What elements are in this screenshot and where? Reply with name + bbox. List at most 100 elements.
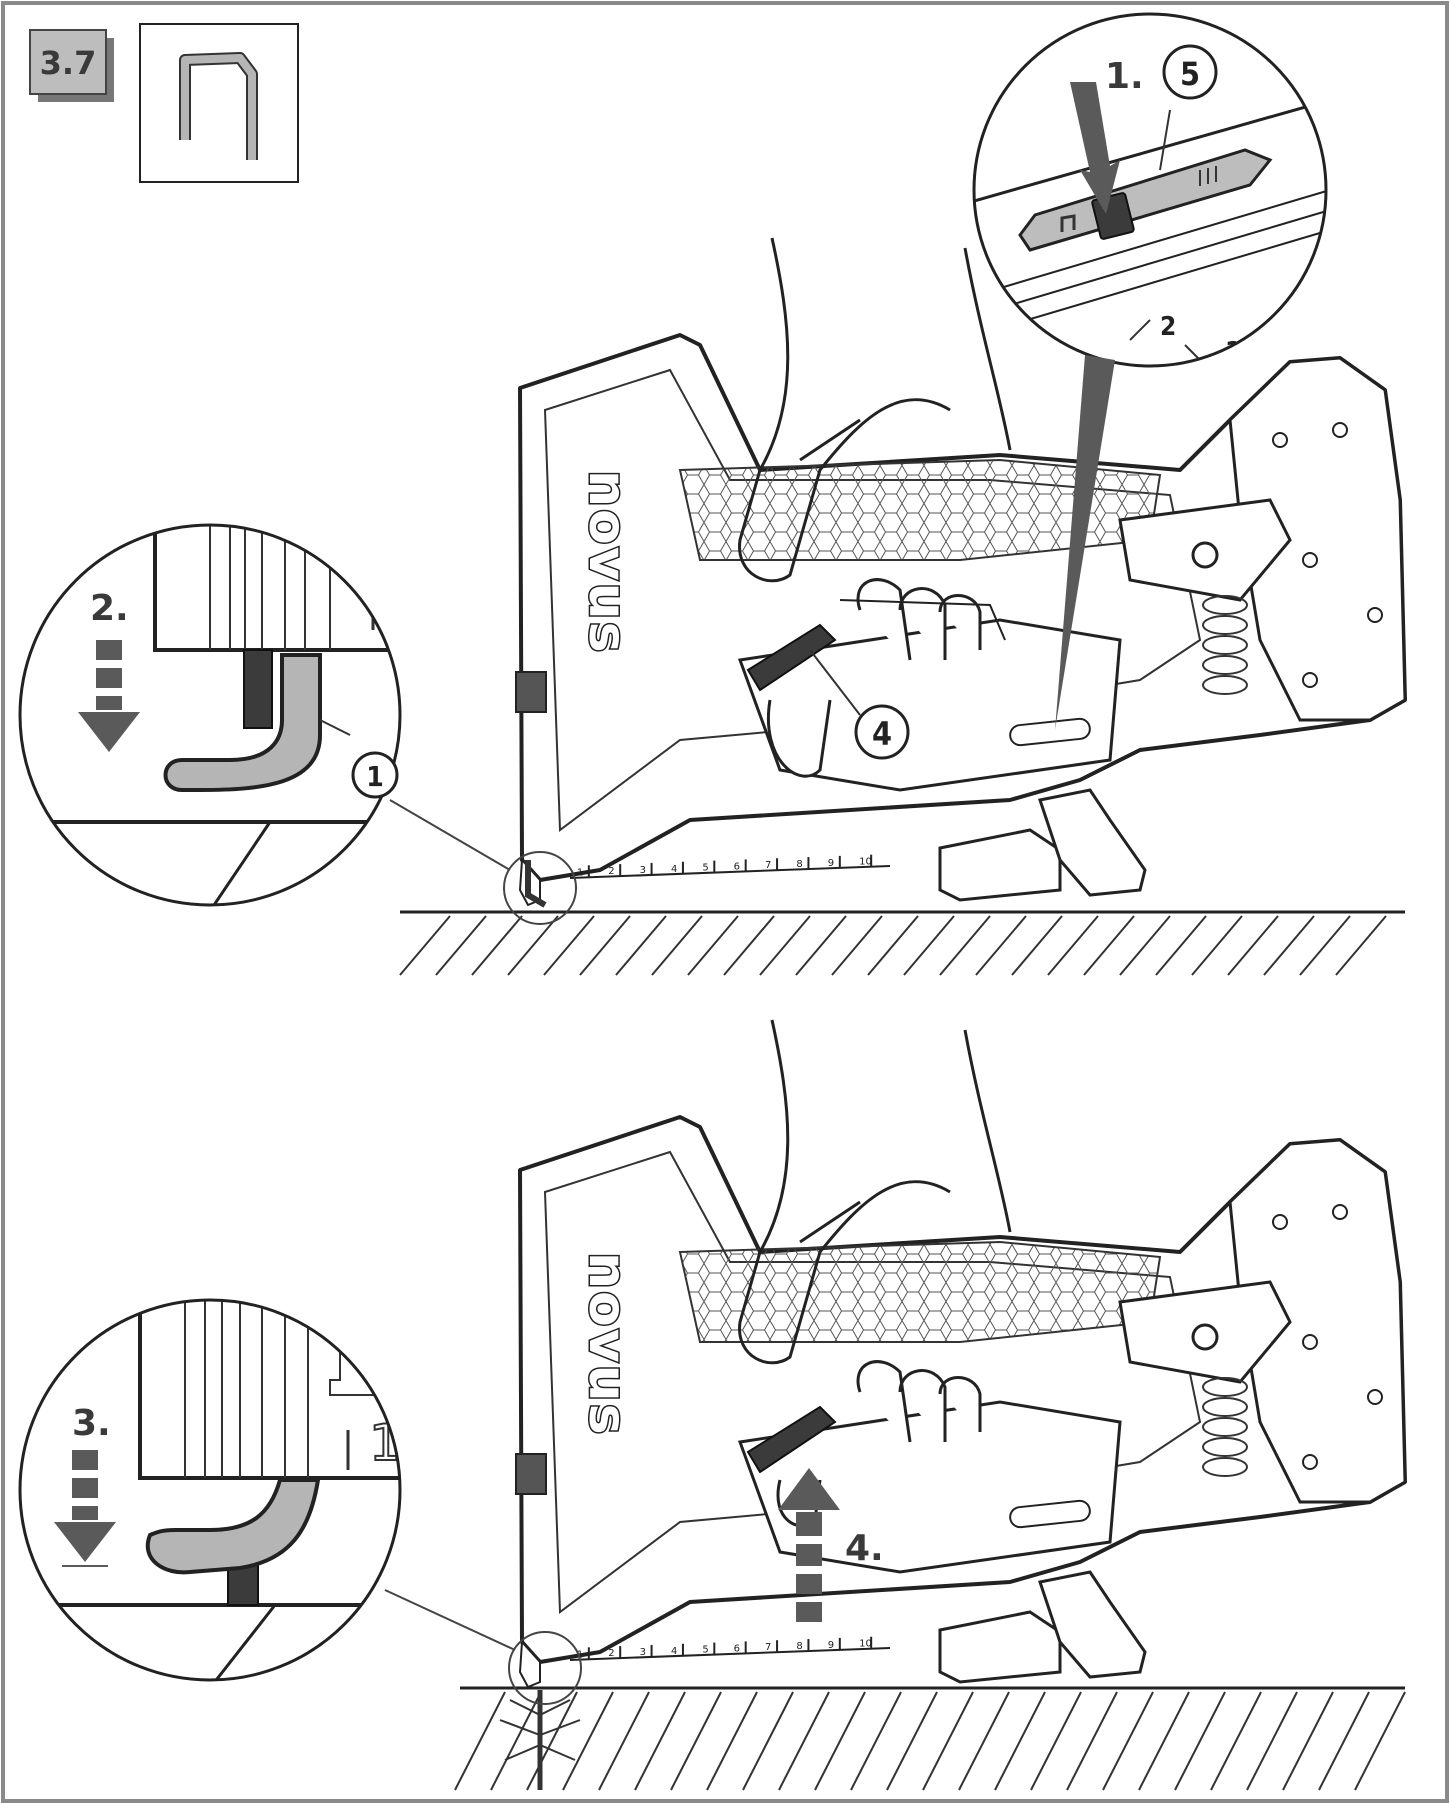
hatch-line [687, 915, 739, 976]
hatch-line [1102, 1691, 1154, 1791]
hatch-line [526, 1691, 578, 1791]
bottom-stapler-illustration: novus [515, 1019, 1407, 1689]
ruler-tick-label: 9 [828, 1640, 834, 1651]
mode-step-a: 2 [1160, 312, 1176, 342]
hatch-line [742, 1691, 794, 1791]
staple-type-icon [139, 23, 299, 183]
step-press-top: 2. [90, 588, 129, 629]
brand-logo-bottom: novus [577, 1252, 637, 1437]
magnify-source-top [503, 851, 577, 925]
hatch-line [1083, 915, 1135, 976]
hatch-line [1030, 1691, 1082, 1791]
hatch-line [1210, 1691, 1262, 1791]
ruler-tick-label: 5 [702, 1645, 708, 1656]
hatch-line [651, 915, 703, 976]
top-stapler-illustration: novus [515, 237, 1407, 907]
hatch-line [975, 915, 1027, 976]
magnifier-mode-selector: 2 1 1. 5 [972, 12, 1328, 730]
dashed-arrow-down-icon [78, 640, 140, 752]
hatch-line [1138, 1691, 1190, 1791]
hatch-line [850, 1691, 902, 1791]
ruler-tick-label: 10 [859, 857, 872, 868]
hatch-line [723, 915, 775, 976]
ruler-tick-label: 4 [671, 1646, 677, 1657]
hatch-line [706, 1691, 758, 1791]
hatch-line [1318, 1691, 1370, 1791]
ruler-tick-label: 2 [608, 1648, 614, 1659]
hatch-line [1155, 915, 1207, 976]
brand-logo-top: novus [577, 470, 637, 655]
hatch-line [579, 915, 631, 976]
ruler-tick-label: 2 [608, 866, 614, 877]
hatch-line [939, 915, 991, 976]
hatch-line [831, 915, 883, 976]
hatch-line [670, 1691, 722, 1791]
hatch-line [1174, 1691, 1226, 1791]
ruler-tick-label: 4 [671, 864, 677, 875]
trigger-bottom [746, 1405, 837, 1474]
magnifier-staple-top: 1 2. [18, 523, 402, 907]
hatch-line [471, 915, 523, 976]
hatch-line [507, 915, 559, 976]
hatch-line [1246, 1691, 1298, 1791]
hatch-line [1227, 915, 1279, 976]
section-number: 3.7 [40, 44, 97, 82]
hatch-line [1119, 915, 1171, 976]
ruler-tick-label: 8 [796, 859, 802, 870]
part-trigger-label: 4 [872, 715, 892, 753]
hatch-line [958, 1691, 1010, 1791]
hatch-line [399, 915, 451, 976]
step-select-label: 1. [1105, 56, 1144, 97]
hatch-line [1191, 915, 1243, 976]
trigger [746, 623, 837, 692]
ruler-tick-label: 7 [765, 860, 771, 871]
hatch-line [562, 1691, 614, 1791]
step-release-label: 4. [845, 1528, 884, 1569]
hatch-line [795, 915, 847, 976]
hatch-line [886, 1691, 938, 1791]
dashed-arrow-up-icon [778, 1468, 840, 1622]
ruler-tick-label: 3 [640, 865, 646, 876]
part-selector-label: 5 [1180, 55, 1200, 93]
ruler-tick-label: 5 [702, 863, 708, 874]
magnifier-mark: 1 [369, 1414, 401, 1472]
hatch-line [435, 915, 487, 976]
hatch-line [490, 1691, 542, 1791]
ruler-tick-label: 1 [577, 1649, 583, 1660]
hatch-line [1066, 1691, 1118, 1791]
ground-bottom [454, 1686, 1406, 1791]
hatch-line [814, 1691, 866, 1791]
hatch-line [778, 1691, 830, 1791]
ruler-bottom: 1 2 3 4 5 6 7 8 9 10 [569, 1636, 891, 1661]
dashed-arrow-down-icon [54, 1450, 116, 1567]
hatch-line [1335, 915, 1387, 976]
hatch-line [1263, 915, 1315, 976]
hatch-line [1282, 1691, 1334, 1791]
ruler-tick-label: 8 [796, 1641, 802, 1652]
section-number-badge: 3.7 [29, 29, 114, 102]
hatch-line [922, 1691, 974, 1791]
hatch-line [1011, 915, 1063, 976]
hatch-line [543, 915, 595, 976]
ruler-tick-label: 3 [640, 1647, 646, 1658]
hatch-line [759, 915, 811, 976]
hatch-line [634, 1691, 686, 1791]
hatch-line [867, 915, 919, 976]
part-staple-label: 1 [366, 760, 384, 793]
hatch-line [1299, 915, 1351, 976]
ruler-tick-label: 7 [765, 1642, 771, 1653]
hatch-line [454, 1691, 506, 1791]
hatch-line [1354, 1691, 1406, 1791]
ruler-tick-label: 10 [859, 1639, 872, 1650]
ruler-tick-label: 1 [577, 867, 583, 878]
staple-impact [499, 1690, 581, 1790]
hatch-line [1047, 915, 1099, 976]
step-press-bottom: 3. [72, 1403, 111, 1444]
ruler-tick-label: 6 [734, 861, 740, 872]
magnify-source-bottom [508, 1631, 582, 1705]
magnifier-staple-bottom: 1 3. [18, 1298, 402, 1682]
ruler-tick-label: 6 [734, 1643, 740, 1654]
